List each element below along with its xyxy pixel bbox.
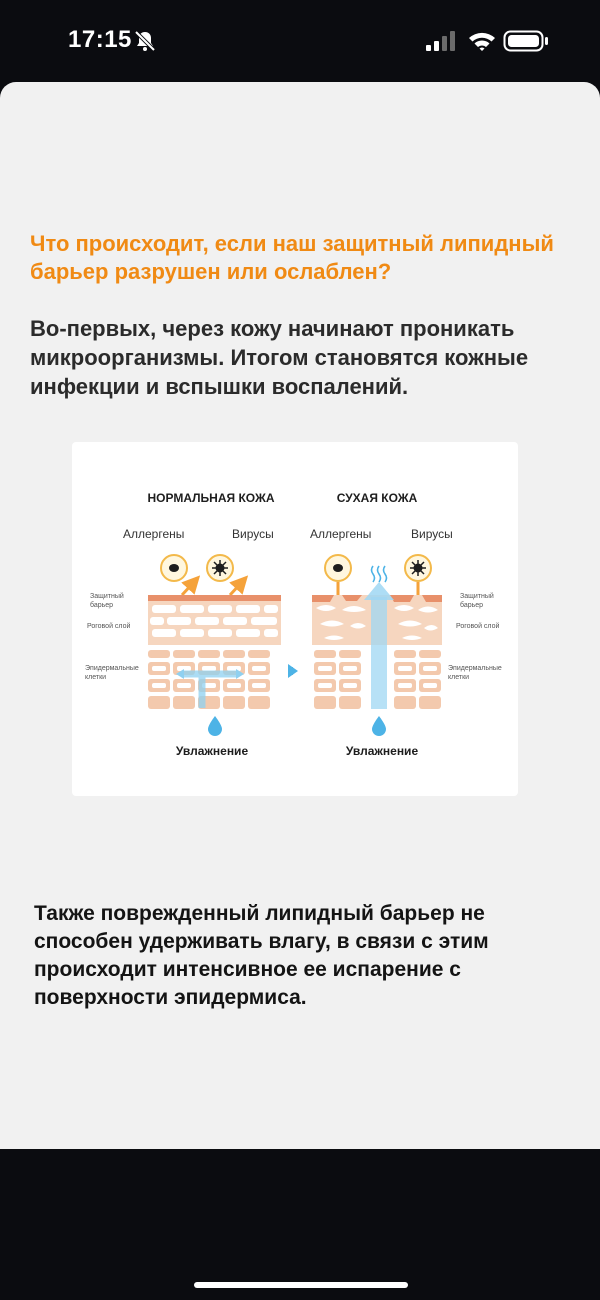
dry-epidermal-label: Эпидермальные клетки <box>448 665 502 681</box>
status-bar: 17:15 <box>0 0 600 82</box>
normal-allergens-label: Аллергены <box>123 527 185 541</box>
water-drop-icon <box>372 716 386 736</box>
evaporation-icon <box>370 565 388 583</box>
infographic-drawing <box>148 554 442 736</box>
dry-moisture-label: Увлажнение <box>345 744 419 758</box>
dry-horny-layer-label: Роговой слой <box>456 623 500 630</box>
dry-barrier-label: Защитный барьер <box>460 593 494 609</box>
story-paragraph-2: Также поврежденный липидный барьер не сп… <box>34 902 489 1009</box>
dry-skin-diagram <box>312 554 442 736</box>
normal-horny-layer-label: Роговой слой <box>87 623 131 630</box>
status-time: 17:15 <box>68 26 132 53</box>
dry-skin-title: СУХАЯ КОЖА <box>336 491 418 505</box>
battery-icon <box>503 30 548 52</box>
normal-epidermal-label: Эпидермальные клетки <box>85 665 139 681</box>
story-paragraph-1: Во-первых, через кожу начинают проникать… <box>30 316 529 399</box>
normal-skin-title: НОРМАЛЬНАЯ КОЖА <box>147 491 275 505</box>
story-card: Что происходит, если наш защитный липидн… <box>0 82 600 1149</box>
home-indicator[interactable] <box>194 1282 408 1288</box>
bell-mute-icon <box>134 30 156 52</box>
story-headline: Что происходит, если наш защитный липидн… <box>30 231 554 284</box>
wifi-icon <box>469 32 495 51</box>
normal-barrier-label: Защитный барьер <box>90 593 124 609</box>
signal-icon <box>426 31 455 51</box>
dry-viruses-label: Вирусы <box>411 527 453 541</box>
skin-barrier-infographic: НОРМАЛЬНАЯ КОЖА СУХАЯ КОЖА Аллергены Вир… <box>72 442 518 796</box>
dry-allergens-label: Аллергены <box>310 527 372 541</box>
normal-viruses-label: Вирусы <box>232 527 274 541</box>
normal-skin-diagram <box>148 554 281 736</box>
normal-moisture-label: Увлажнение <box>175 744 249 758</box>
water-drop-icon <box>208 716 222 736</box>
